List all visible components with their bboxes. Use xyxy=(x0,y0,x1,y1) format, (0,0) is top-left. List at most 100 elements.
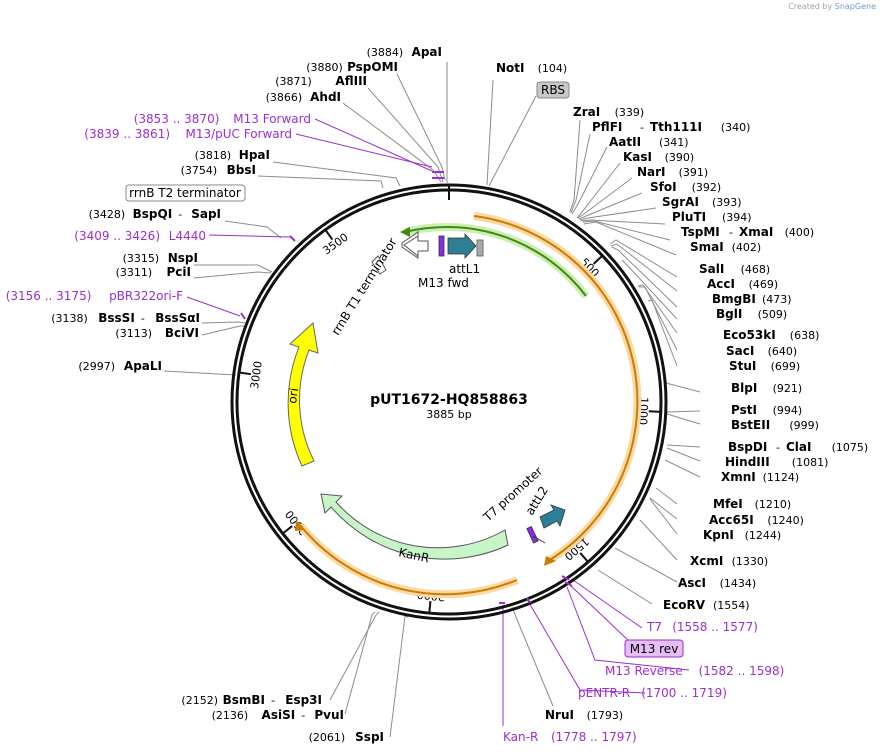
site-dash: - xyxy=(640,121,644,134)
site-name-2: BssSαI xyxy=(155,311,200,325)
site-dash: - xyxy=(776,441,780,454)
primer-range: (3409 .. 3426) xyxy=(74,229,160,243)
site-label-bspqi: SapI-BspQI(3428) xyxy=(89,207,221,221)
site-label-nari: NarI(391) xyxy=(637,165,708,179)
site-position: (638) xyxy=(790,329,820,342)
site-label-smai: SmaI(402) xyxy=(690,240,761,254)
site-label-saci: SacI(640) xyxy=(726,344,797,358)
primer-labels: M13 Forward(3853 .. 3870)M13/pUC Forward… xyxy=(6,112,785,744)
site-position: (1124) xyxy=(763,471,800,484)
rrnb-t2-terminator-marker xyxy=(371,255,387,275)
site-label-noti: NotI(104) xyxy=(496,61,567,75)
primer-label-m13-reverse: M13 Reverse (1582 .. 1598) xyxy=(605,664,784,678)
site-label-eco53ki: Eco53kI(638) xyxy=(723,328,819,342)
site-position: (3866) xyxy=(266,91,303,104)
primer-label-m13-forward: M13 Forward(3853 .. 3870) xyxy=(134,112,311,126)
site-position: (3818) xyxy=(195,149,232,162)
feature-attl1-label: attL1 xyxy=(449,262,480,276)
feature-ori-label: ori xyxy=(285,387,301,404)
site-position: (1793) xyxy=(587,709,624,722)
site-label-pluti: PluTI(394) xyxy=(672,210,752,224)
site-name: AsiSI xyxy=(262,708,296,722)
site-label-pcii: PciI(3311) xyxy=(116,265,191,279)
site-label-apai: ApaI(3884) xyxy=(367,45,442,59)
site-position: (341) xyxy=(659,136,689,149)
site-position: (921) xyxy=(773,382,803,395)
site-label-sspi: SspI (2061) xyxy=(309,730,384,744)
site-name: PluTI xyxy=(672,210,706,224)
site-label-asci: AscI (1434) xyxy=(678,576,756,590)
site-dash: - xyxy=(178,208,182,221)
site-label-acc65i: Acc65I(1240) xyxy=(709,513,804,527)
site-label-bcivi: BciVI(3113) xyxy=(115,326,199,340)
primer-range: (1582 .. 1598) xyxy=(699,664,785,678)
tick-mark xyxy=(324,229,334,241)
site-name: AflIII xyxy=(335,74,367,88)
site-position: (3138) xyxy=(51,312,88,325)
t7-promoter-tick xyxy=(532,535,546,544)
site-name-2: PvuI xyxy=(314,708,344,722)
tick-mark xyxy=(282,525,293,535)
site-position: (509) xyxy=(758,308,788,321)
primer-name: T7 xyxy=(646,620,662,634)
site-name: SspI xyxy=(355,730,384,744)
feature-rrnb-t1-label: rrnB T1 terminator xyxy=(329,235,400,337)
site-label-xcmi: XcmI(1330) xyxy=(690,554,768,568)
tick-mark xyxy=(428,601,432,614)
site-name-2: Tth111I xyxy=(650,120,702,134)
site-position: (3754) xyxy=(181,164,218,177)
site-name: SalI xyxy=(699,262,724,276)
primer-name: M13/pUC Forward xyxy=(185,127,292,141)
site-name: PflFI xyxy=(592,120,622,134)
site-label-pflfi: PflFI -Tth111I (340) xyxy=(592,120,750,134)
site-position: (400) xyxy=(785,226,815,239)
site-dash: - xyxy=(729,226,733,239)
site-name: NspI xyxy=(168,251,198,265)
site-label-ecorv: EcoRV(1554) xyxy=(663,598,750,612)
site-label-acci: AccI(469) xyxy=(707,277,778,291)
site-label-nrui: NruI(1793) xyxy=(545,708,623,722)
primer-range: (3156 .. 3175) xyxy=(6,289,92,303)
primer-name: L4440 xyxy=(169,229,206,243)
site-position: (1210) xyxy=(755,498,792,511)
tick-label: 3000 xyxy=(248,360,265,390)
site-label-sfoi: SfoI(392) xyxy=(650,180,721,194)
site-position: (1244) xyxy=(745,529,782,542)
site-name: ZraI xyxy=(573,105,600,119)
rbs-marker xyxy=(476,239,484,257)
site-name: BstEII xyxy=(731,418,770,432)
site-name: XmnI xyxy=(721,470,756,484)
site-position: (402) xyxy=(732,241,762,254)
primer-label-pentr-r: pENTR-R(1700 .. 1719) xyxy=(578,686,727,700)
site-label-hpai: HpaI(3818) xyxy=(195,148,270,162)
primer-name: pBR322ori-F xyxy=(109,289,183,303)
site-position: (1330) xyxy=(732,555,769,568)
site-position: (1434) xyxy=(720,577,757,590)
m13-fwd-marker xyxy=(438,235,445,257)
site-label-pspomi: PspOMI(3880) xyxy=(306,60,398,74)
site-position: (3880) xyxy=(306,61,343,74)
tick-mark xyxy=(592,254,604,265)
site-label-afliii: AflIII(3871) xyxy=(275,74,367,88)
site-name: AscI xyxy=(678,576,706,590)
site-dash: - xyxy=(141,312,145,325)
site-position: (340) xyxy=(721,121,751,134)
site-dash: - xyxy=(271,694,275,707)
primer-marks xyxy=(240,171,573,604)
green-arc-line xyxy=(404,225,587,297)
site-position: (2061) xyxy=(309,731,346,744)
site-label-xmni: XmnI (1124) xyxy=(721,470,799,484)
feature-rrnb-t2-label: rrnB T2 terminator xyxy=(129,186,241,200)
primer-label-kan-r: Kan-R(1778 .. 1797) xyxy=(503,730,637,744)
site-position: (3311) xyxy=(116,266,153,279)
site-name-2: ClaI xyxy=(786,440,811,454)
primer-name: M13 Reverse xyxy=(605,664,683,678)
site-label-stui: StuI(699) xyxy=(729,359,800,373)
site-position: (699) xyxy=(771,360,801,373)
site-name: BssSI xyxy=(98,311,135,325)
primer-range: (1558 .. 1577) xyxy=(672,620,758,634)
site-label-bsteii: BstEII(999) xyxy=(731,418,819,432)
site-position: (2136) xyxy=(212,709,249,722)
site-name: NotI xyxy=(496,61,525,75)
site-position: (3315) xyxy=(123,252,160,265)
